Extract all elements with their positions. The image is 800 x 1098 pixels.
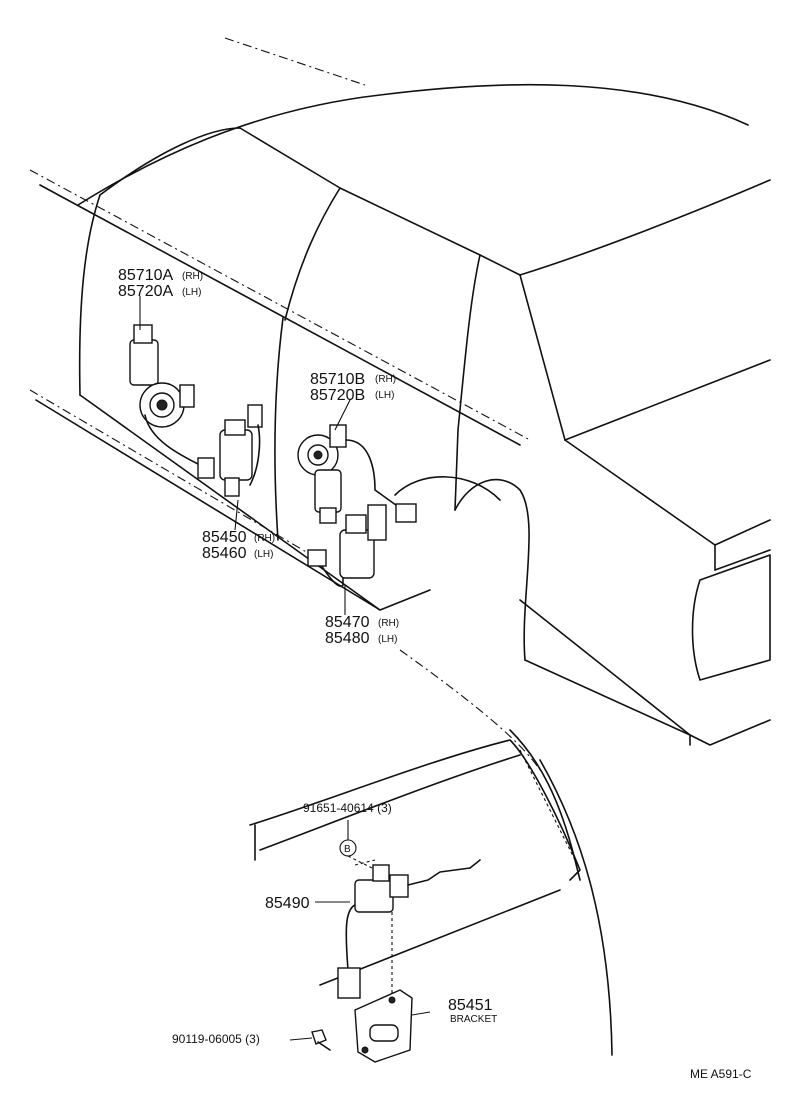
label-85710b: 85710B (RH) — [310, 371, 396, 388]
part-number-85480: 85480 — [325, 630, 370, 647]
label-85480: 85480 (LH) — [325, 630, 397, 647]
side-85450: (RH) — [254, 533, 275, 544]
leader-lines — [139, 296, 431, 1041]
label-85720a: 85720A (LH) — [118, 283, 201, 300]
label-85720b: 85720B (LH) — [310, 387, 394, 404]
side-85710b: (RH) — [375, 374, 396, 385]
side-85720b: (LH) — [375, 390, 394, 401]
car-body-outline — [29, 37, 771, 1056]
front-lock-actuator — [219, 404, 263, 497]
side-85720a: (LH) — [182, 287, 201, 298]
part-number-85470: 85470 — [325, 614, 370, 631]
diagram-reference-code: ME A591-C — [690, 1067, 752, 1081]
side-85470: (RH) — [378, 618, 399, 629]
part-number-90119: 90119-06005 (3) — [172, 1032, 260, 1046]
part-number-85450: 85450 — [202, 529, 247, 546]
rear-lock-actuator — [307, 504, 387, 587]
label-85710a: 85710A (RH) — [118, 267, 203, 284]
part-desc-bracket: BRACKET — [450, 1014, 497, 1025]
part-number-85720a: 85720A — [118, 283, 173, 300]
part-number-85710a: 85710A — [118, 267, 173, 284]
side-85710a: (RH) — [182, 271, 203, 282]
part-number-85451: 85451 — [448, 997, 493, 1014]
fuel-lid-actuator — [337, 859, 481, 1000]
side-85480: (LH) — [378, 634, 397, 645]
label-85460: 85460 (LH) — [202, 545, 273, 562]
part-number-85460: 85460 — [202, 545, 247, 562]
marker-b-label: B — [344, 844, 351, 855]
part-number-91651: 91651-40614 (3) — [303, 801, 392, 815]
part-number-85710b: 85710B — [310, 371, 365, 388]
bolt-90119 — [311, 1029, 331, 1051]
label-85450: 85450 (RH) — [202, 529, 275, 546]
part-number-85720b: 85720B — [310, 387, 365, 404]
part-number-85490: 85490 — [265, 895, 310, 912]
label-85470: 85470 (RH) — [325, 614, 399, 631]
front-regulator-motor — [129, 324, 215, 479]
side-85460: (LH) — [254, 549, 273, 560]
rear-regulator-motor — [297, 424, 417, 524]
fuel-lid-bracket — [354, 989, 413, 1063]
